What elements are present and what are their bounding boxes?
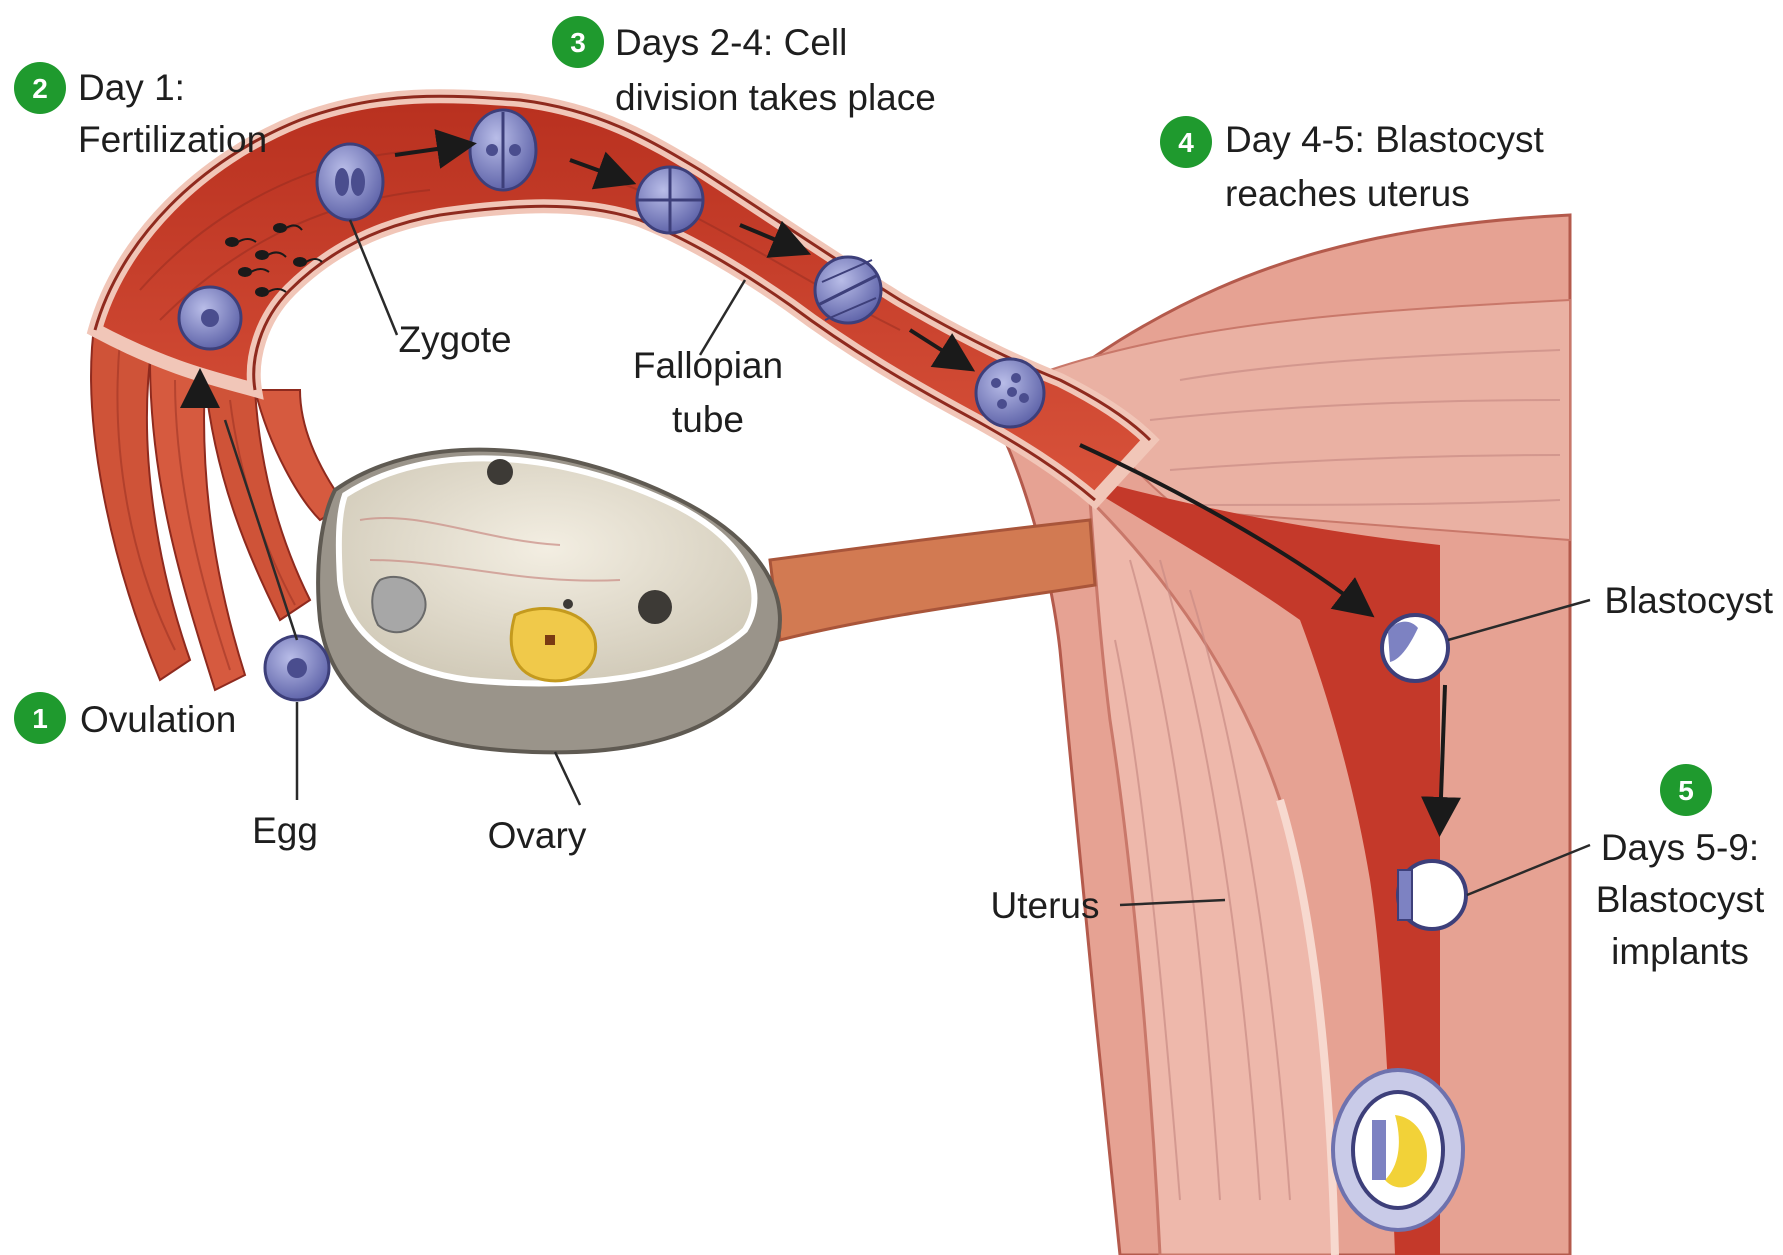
step-3: 3 Days 2-4: Cell division takes place <box>552 16 936 118</box>
step-4-text-line2: reaches uterus <box>1225 173 1470 214</box>
step-5-text-line3: implants <box>1611 931 1749 972</box>
zygote-label: Zygote <box>398 319 511 360</box>
step-1: 1 Ovulation <box>14 692 236 744</box>
step-5: 5 Days 5-9: Blastocyst implants <box>1596 764 1765 972</box>
uterus-label: Uterus <box>991 885 1100 926</box>
step-5-number: 5 <box>1678 775 1694 806</box>
step-2-text-line2: Fertilization <box>78 119 267 160</box>
step-3-text-line2: division takes place <box>615 77 936 118</box>
fallopian-tube-label-line2: tube <box>672 399 744 440</box>
step-4-text-line1: Day 4-5: Blastocyst <box>1225 119 1544 160</box>
egg-label: Egg <box>252 810 318 851</box>
step-2-number: 2 <box>32 73 48 104</box>
fallopian-tube-label-line1: Fallopian <box>633 345 783 386</box>
implanting-blastocyst <box>1398 861 1466 929</box>
step-2-text-line1: Day 1: <box>78 67 185 108</box>
ovary-label: Ovary <box>488 815 587 856</box>
blastocyst-cell <box>1382 615 1448 681</box>
step-3-text-line1: Days 2-4: Cell <box>615 22 847 63</box>
egg-in-tube <box>179 287 241 349</box>
step-4-number: 4 <box>1178 127 1194 158</box>
step-2: 2 Day 1: Fertilization <box>14 62 267 160</box>
uterus <box>1000 215 1570 1255</box>
step-4: 4 Day 4-5: Blastocyst reaches uterus <box>1160 116 1544 214</box>
step-3-number: 3 <box>570 27 586 58</box>
step-1-number: 1 <box>32 703 48 734</box>
step-1-text: Ovulation <box>80 699 236 740</box>
two-cell-stage <box>470 110 536 190</box>
ovary <box>318 450 780 753</box>
implanted-embryo <box>1333 1070 1463 1230</box>
eight-cell-stage <box>815 257 881 323</box>
ovarian-ligament <box>770 520 1095 640</box>
four-cell-stage <box>637 167 703 233</box>
blastocyst-label: Blastocyst <box>1604 580 1773 621</box>
egg-cell <box>265 636 329 700</box>
step-5-text-line2: Blastocyst <box>1596 879 1765 920</box>
step-5-text-line1: Days 5-9: <box>1601 827 1759 868</box>
zygote-cell <box>317 144 383 220</box>
morula-cell <box>976 359 1044 427</box>
